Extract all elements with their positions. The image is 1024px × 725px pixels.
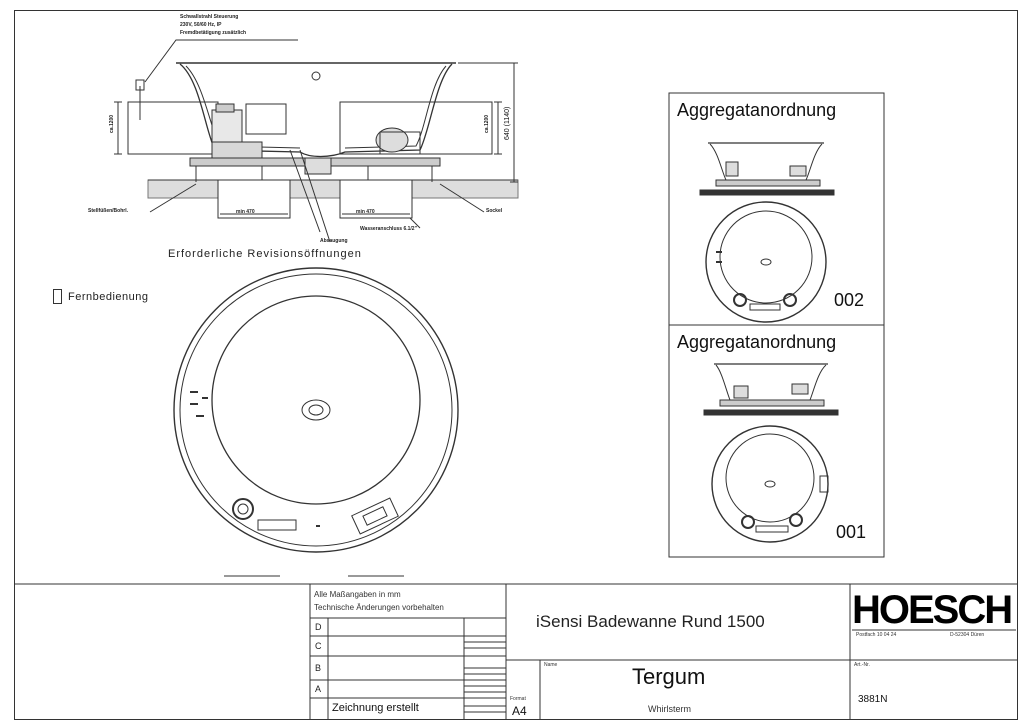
callout-left: Stellfüßen/Bohrl.: [88, 208, 128, 214]
note-dimensions: Alle Maßangaben in mm: [314, 590, 401, 599]
panel-002-title: Aggregatanordnung: [677, 100, 837, 120]
note-changes: Technische Änderungen vorbehalten: [314, 603, 444, 612]
logo-address-left: Postfach 10 04 24: [856, 632, 897, 638]
panel-frames: [668, 92, 885, 558]
panel-001-title: Aggregatanordnung: [677, 332, 837, 352]
format-value: A4: [512, 704, 527, 718]
product-name: Tergum: [632, 664, 706, 689]
revision-openings-note: Erforderliche Revisionsöffnungen: [168, 248, 362, 260]
number-label: Art.-Nr.: [854, 662, 870, 668]
logo-address-right: D-52304 Düren: [950, 632, 985, 638]
callout-top-line-1: Schwallstrahl Steuerung: [180, 14, 239, 20]
created-label: Zeichnung erstellt: [332, 702, 419, 714]
revision-b: B: [315, 663, 322, 673]
panel-002-number: 002: [834, 290, 865, 310]
drawing-sheet: [14, 10, 1018, 720]
callout-water: Wasseranschluss 6.1/2": [360, 226, 417, 232]
product-subname: Whirlsterm: [648, 704, 691, 714]
dim-left: ca.1200: [109, 114, 115, 133]
panel-001-drawing: [703, 363, 839, 543]
dim-right: ca.1200: [484, 114, 490, 133]
hoesch-logo: HOESCH: [852, 588, 1013, 632]
side-elevation: [114, 39, 519, 243]
plan-view: [173, 267, 459, 577]
drawing-title: iSensi Badewanne Rund 1500: [536, 612, 765, 631]
dim-bottom-right: min 470: [356, 209, 375, 215]
remote-label: Fernbedienung: [68, 291, 149, 303]
dim-height: 640 (1140): [504, 106, 511, 140]
article-number: 3881N: [858, 694, 888, 705]
panel-001-number: 001: [836, 522, 867, 542]
revision-d: D: [315, 622, 322, 632]
format-label: Format: [510, 696, 526, 702]
title-block-lines: [14, 583, 1018, 720]
dim-bottom-left: min 470: [236, 209, 255, 215]
revision-c: C: [315, 641, 322, 651]
remote-icon: [53, 289, 62, 304]
revision-a: A: [315, 684, 322, 694]
callout-drain: Absaugung: [320, 238, 348, 244]
callout-top-line-3: Fremdbetätigung zusätzlich: [180, 30, 247, 36]
name-label: Name: [544, 662, 558, 668]
panel-002-drawing: [699, 142, 835, 323]
callout-right: Sockel: [486, 208, 503, 214]
callout-top-line-2: 230V, 50/60 Hz, IP: [180, 22, 222, 28]
